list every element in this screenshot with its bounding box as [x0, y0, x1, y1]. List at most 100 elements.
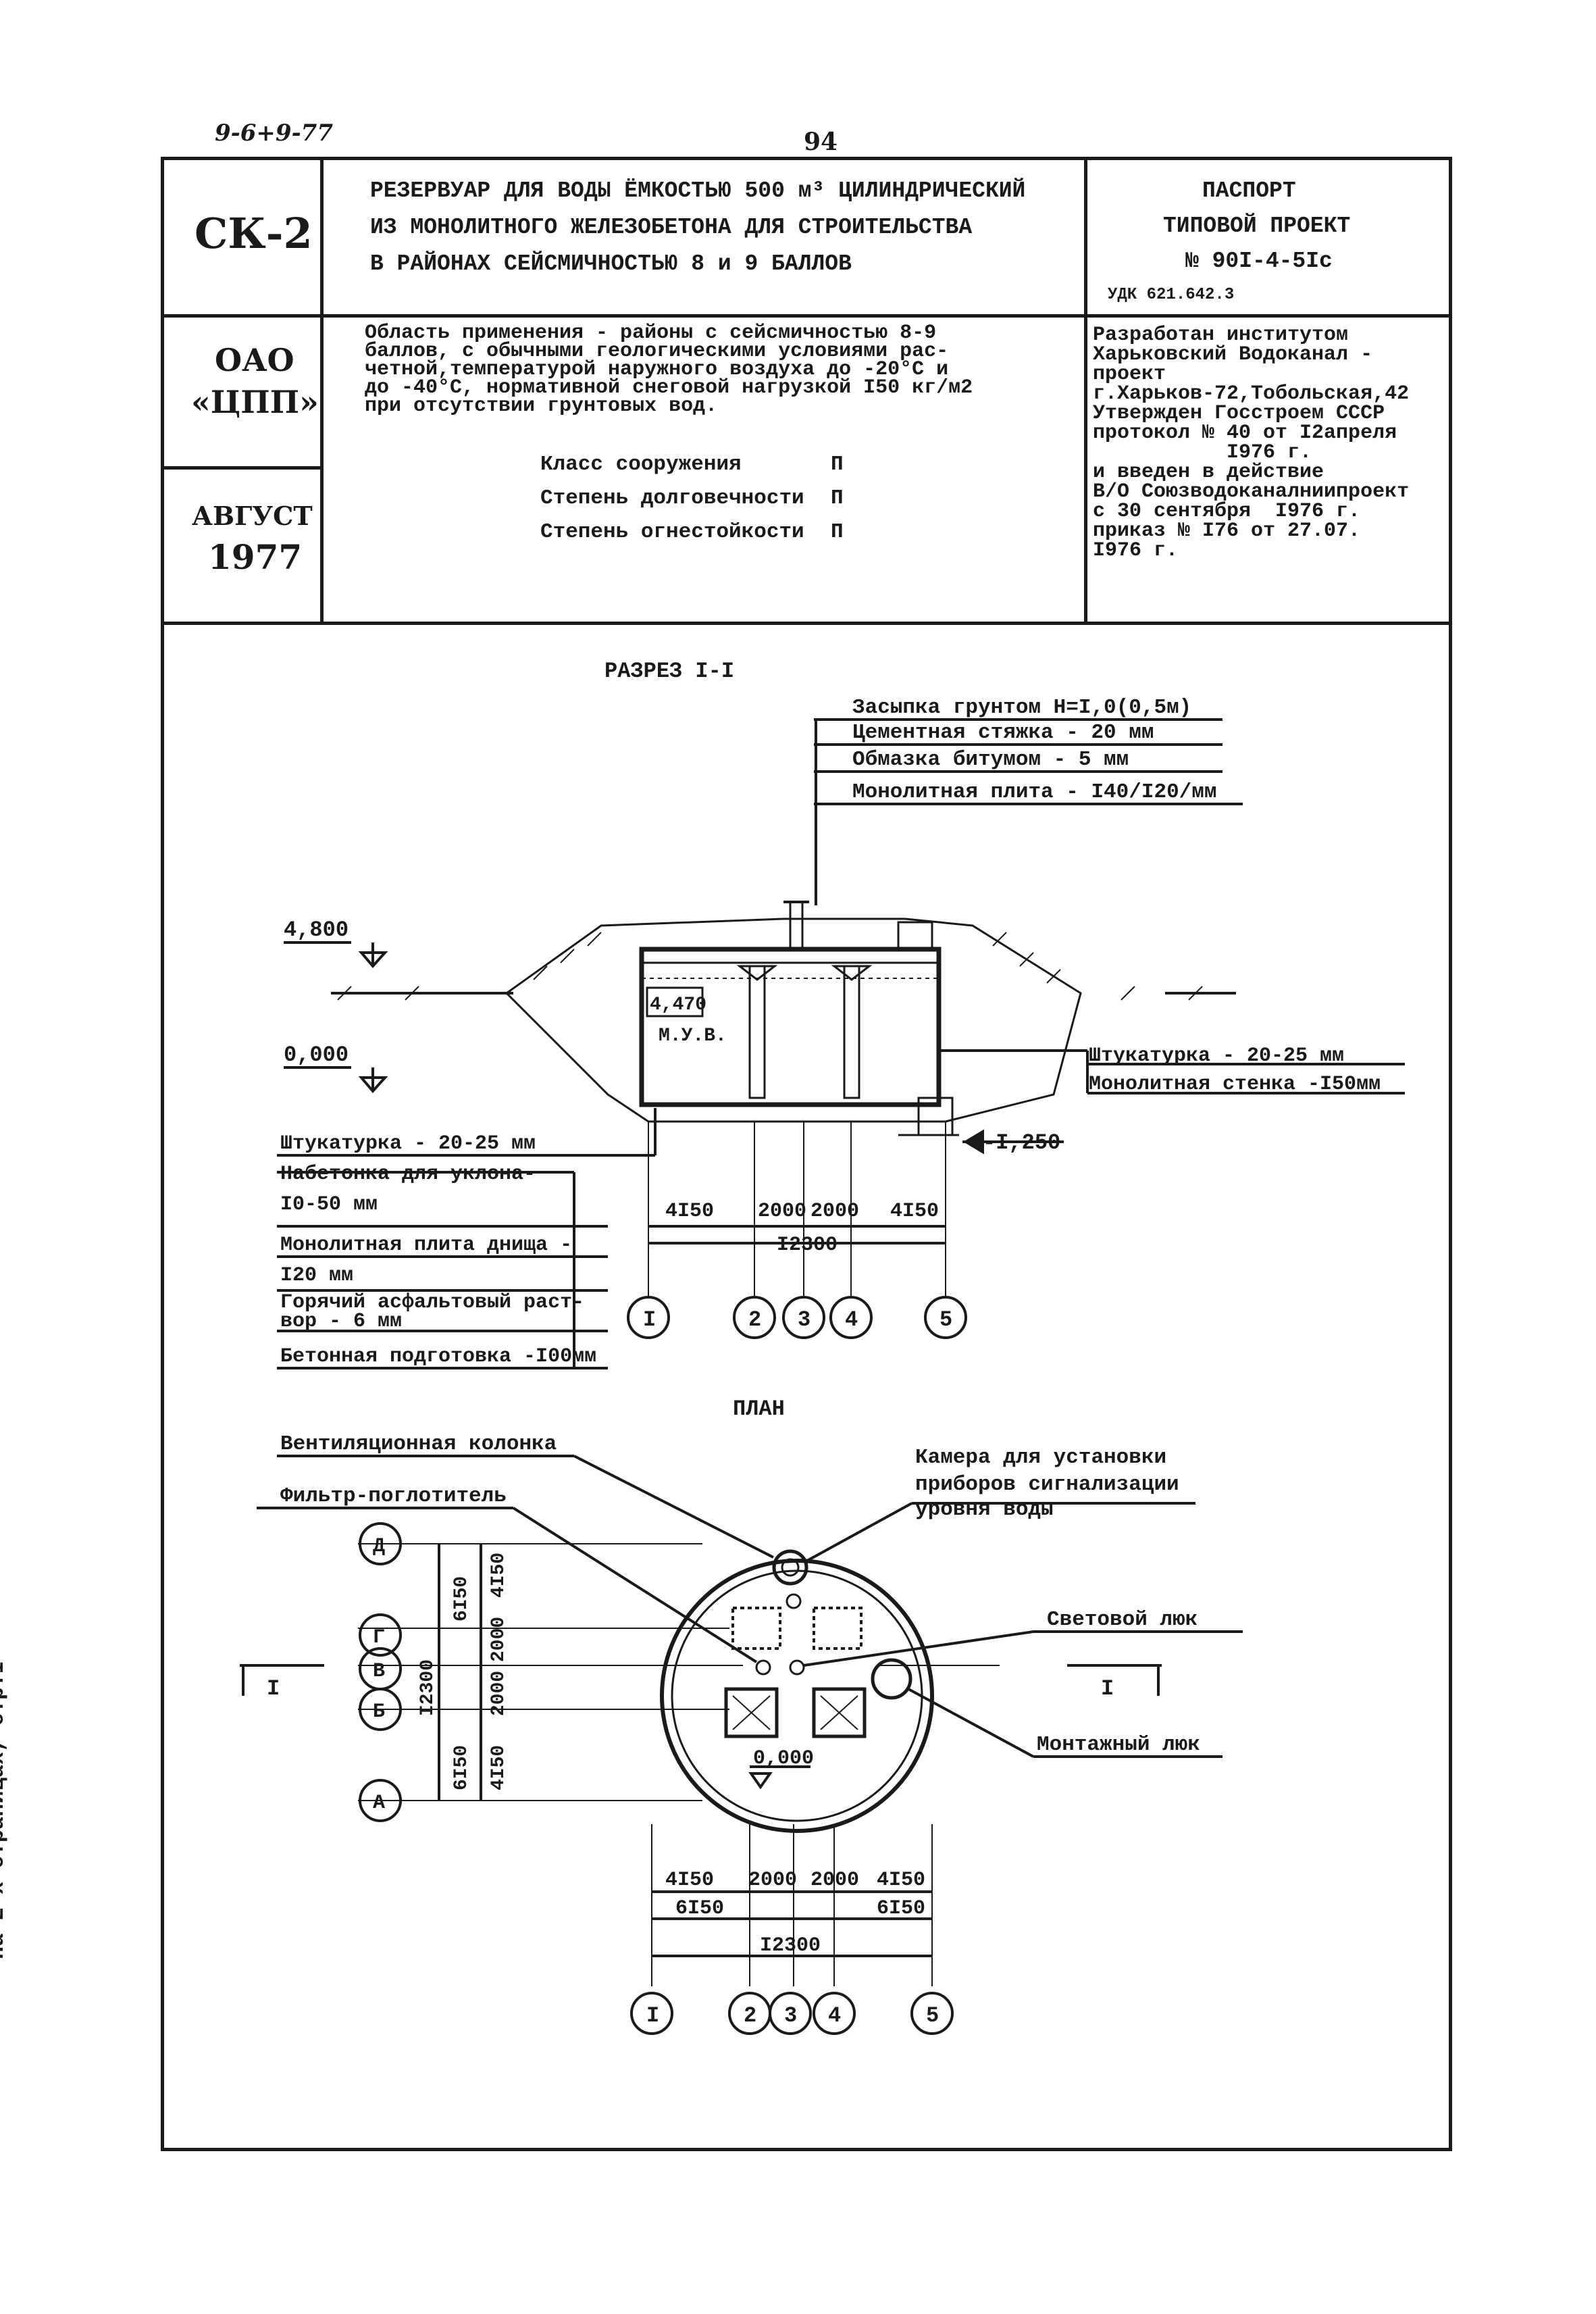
- plan-hdim-top-4: 4I50: [877, 1869, 925, 1892]
- plan-row-axis-a: А: [373, 1792, 385, 1815]
- page-frame: [161, 157, 1452, 2151]
- doc-code: 9-6+9-77: [215, 120, 333, 147]
- org-line-1: ОАО: [215, 342, 294, 378]
- title-row-divider: [161, 314, 1452, 318]
- class-label-1: Класс сооружения: [540, 453, 742, 476]
- plan-hdim-top-3: 2000: [810, 1869, 859, 1892]
- title-col-divider-2: [1084, 157, 1087, 623]
- plan-vdim-outer-3: 6I50: [451, 1745, 472, 1790]
- developer-line: В/О Союзводоканалниипроект: [1093, 480, 1410, 503]
- plan-hdim-mid-1: 6I50: [675, 1897, 724, 1920]
- section-dim-total: I2300: [777, 1234, 838, 1257]
- section-roof-layer-2: Цементная стяжка - 20 мм: [852, 721, 1154, 745]
- date-year: 1977: [208, 537, 303, 577]
- plan-hdim-total: I2300: [760, 1934, 821, 1957]
- plan-row-axis-g: Г: [373, 1626, 385, 1649]
- developer-line: I976 г.: [1093, 441, 1312, 464]
- section-axis-3: 3: [798, 1307, 810, 1332]
- page-number: 94: [804, 128, 838, 156]
- plan-label-filter: Фильтр-поглотитель: [280, 1484, 507, 1508]
- plan-label-chamber-3: уровня воды: [915, 1498, 1054, 1521]
- passport-line-2: ТИПОВОЙ ПРОЕКТ: [1163, 213, 1351, 238]
- developer-line: проект: [1093, 363, 1166, 386]
- title-block-bottom: [161, 622, 1452, 625]
- passport-line-3: № 90I-4-5Iс: [1185, 249, 1333, 274]
- plan-vdim-outer-1: 6I50: [451, 1576, 472, 1621]
- plan-col-axis-3: 3: [784, 2003, 797, 2028]
- plan-vdim-outer-2: I2300: [417, 1659, 438, 1716]
- plan-cut-left: I: [267, 1676, 280, 1701]
- section-roof-layer-1: Засыпка грунтом Н=I,0(0,5м): [852, 696, 1191, 720]
- plan-col-axis-1: I: [646, 2003, 659, 2028]
- section-wall-layer-1: Штукатурка - 20-25 мм: [1089, 1045, 1344, 1067]
- section-water-level: 4,470: [650, 995, 706, 1015]
- plan-level: 0,000: [753, 1747, 814, 1770]
- developer-text: Разработан институтом Харьковский Водока…: [1093, 324, 1410, 562]
- scope-line: Область применения - районы с сейсмичнос…: [365, 322, 937, 345]
- plan-label-chamber-2: приборов сигнализации: [915, 1473, 1179, 1496]
- date-month: АВГУСТ: [192, 501, 313, 531]
- title-line-3: В РАЙОНАХ СЕЙСМИЧНОСТЬЮ 8 и 9 БАЛЛОВ: [370, 251, 852, 276]
- section-wall-layer-2: Монолитная стенка -I50мм: [1089, 1073, 1381, 1096]
- section-dim-1: 4I50: [665, 1200, 714, 1223]
- section-floor-layer-3: I0-50 мм: [280, 1193, 378, 1216]
- section-dim-2: 2000: [758, 1200, 806, 1223]
- section-dim-3: 2000: [810, 1200, 859, 1223]
- plan-row-axis-v: В: [373, 1660, 385, 1683]
- plan-texts: Вентиляционная колонка Фильтр-поглотител…: [267, 1432, 1200, 2028]
- section-floor-layer-5: I20 мм: [280, 1264, 353, 1287]
- plan-vdim-inner-3: 2000: [488, 1671, 509, 1716]
- section-axis-5: 5: [939, 1307, 952, 1332]
- class-value-2: П: [831, 486, 844, 510]
- plan-label-mount: Монтажный люк: [1037, 1733, 1200, 1757]
- developer-line: г.Харьков-72,Тобольская,42: [1093, 382, 1410, 405]
- section-floor-layer-8: Бетонная подготовка -I00мм: [280, 1345, 596, 1368]
- developer-line: и введен в действие: [1093, 461, 1324, 484]
- plan-label-chamber-1: Камера для установки: [915, 1446, 1166, 1469]
- section-level-top: 4,800: [284, 917, 349, 942]
- section-texts: Засыпка грунтом Н=I,0(0,5м) Цементная ст…: [280, 696, 1381, 1368]
- plan-vdim-inner-2: 2000: [488, 1617, 509, 1662]
- section-floor-layer-2: Набетонка для уклона-: [280, 1163, 536, 1186]
- plan-row-axis-b: Б: [373, 1701, 385, 1724]
- developer-line: с 30 сентября I976 г.: [1093, 500, 1361, 523]
- title-col-divider-1: [320, 157, 324, 623]
- scope-line: четной,температурой наружного воздуха до…: [365, 358, 949, 381]
- plan-col-axis-5: 5: [926, 2003, 939, 2028]
- developer-line: Харьковский Водоканал -: [1093, 343, 1373, 366]
- scope-line: при отсутствии грунтовых вод.: [365, 395, 718, 418]
- title-line-1: РЕЗЕРВУАР ДЛЯ ВОДЫ ЁМКОСТЬЮ 500 м³ ЦИЛИН…: [370, 178, 1026, 203]
- section-axis-4: 4: [845, 1307, 858, 1332]
- section-roof-layer-4: Монолитная плита - I40/I20/мм: [852, 780, 1217, 804]
- developer-line: Утвержден Госстроем СССР: [1093, 402, 1385, 425]
- developer-line: приказ № I76 от 27.07.: [1093, 520, 1361, 543]
- sheet-code: СК-2: [195, 209, 313, 258]
- plan-col-axis-4: 4: [828, 2003, 841, 2028]
- class-value-3: П: [831, 520, 844, 544]
- section-floor-layer-6: Горячий асфальтовый раст-: [280, 1291, 584, 1314]
- scope-line: до -40°С, нормативной снеговой нагрузкой…: [365, 376, 973, 399]
- scope-text: Область применения - районы с сейсмичнос…: [365, 322, 973, 418]
- section-axis-1: I: [643, 1307, 656, 1332]
- class-value-1: П: [831, 453, 844, 476]
- plan-row-axis-d: Д: [373, 1535, 385, 1558]
- org-line-2: «ЦПП»: [191, 384, 319, 420]
- section-axis-2: 2: [748, 1307, 761, 1332]
- plan-hdim-top-2: 2000: [748, 1869, 797, 1892]
- scope-line: баллов, с обычными геологическими услови…: [365, 340, 949, 363]
- plan-vdim-inner-1: 4I50: [488, 1553, 509, 1598]
- plan-title: ПЛАН: [733, 1397, 785, 1422]
- plan-hdim-mid-2: 6I50: [877, 1897, 925, 1920]
- plan-vdim-inner-4: 4I50: [488, 1745, 509, 1790]
- section-floor-layer-7: вор - 6 мм: [280, 1310, 402, 1333]
- section-title: РАЗРЕЗ I-I: [604, 659, 735, 684]
- developer-line: I976 г.: [1093, 539, 1179, 562]
- section-level-zero: 0,000: [284, 1042, 349, 1067]
- developer-line: протокол № 40 от I2апреля: [1093, 422, 1397, 445]
- passport-line-1: ПАСПОРТ: [1202, 178, 1296, 203]
- developer-line: Разработан институтом: [1093, 324, 1349, 347]
- plan-col-axis-2: 2: [744, 2003, 756, 2028]
- section-floor-layer-4: Монолитная плита днища -: [280, 1234, 572, 1257]
